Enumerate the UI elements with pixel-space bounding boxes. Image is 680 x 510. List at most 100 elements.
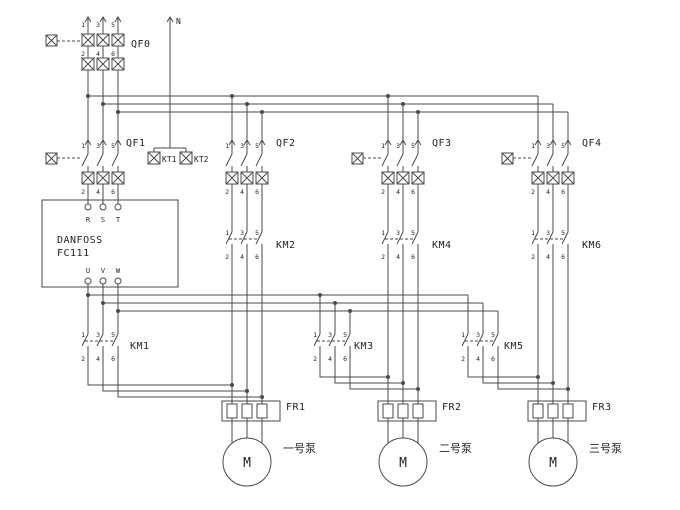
pump3-label: 三号泵 <box>589 442 622 455</box>
terminal-label: 1 <box>81 331 85 339</box>
terminal-label: 4 <box>328 355 332 363</box>
terminal-label: 6 <box>411 188 415 196</box>
contactor-km3: 1 3 5 2 4 6 KM3 <box>313 329 418 390</box>
breaker-qf4: 1 3 5 2 4 6 QF4 <box>501 138 602 228</box>
terminal-label: 5 <box>111 331 115 339</box>
terminal-label: 6 <box>561 188 565 196</box>
terminal-label: 4 <box>96 355 100 363</box>
terminal-label: 3 <box>546 229 550 237</box>
terminal-label: 4 <box>96 188 100 196</box>
terminal-label: 2 <box>381 188 385 196</box>
relay-label-fr2: FR2 <box>442 402 462 413</box>
terminal-label: 3 <box>96 21 100 29</box>
vfd-terminal-v: V <box>101 267 106 275</box>
thermal-relay-fr2: FR2 <box>377 400 462 422</box>
terminal-label: 4 <box>546 253 550 261</box>
terminal-label: 4 <box>240 253 244 261</box>
vfd-enclosure <box>41 199 179 288</box>
timer-label-kt1: KT1 <box>162 155 177 164</box>
terminal-label: 4 <box>546 188 550 196</box>
breaker-label-qf4: QF4 <box>582 138 602 149</box>
contactor-label-km6: KM6 <box>582 240 602 251</box>
terminal-label: 5 <box>343 331 347 339</box>
breaker-label-qf2: QF2 <box>276 138 296 149</box>
terminal-label: 6 <box>411 253 415 261</box>
terminal-label: 5 <box>111 142 115 150</box>
terminal-label: 1 <box>81 21 85 29</box>
motor-circle <box>378 437 428 487</box>
vfd-terminal-t: T <box>116 216 121 224</box>
vfd-terminal-r: R <box>86 216 91 224</box>
terminal-label: 1 <box>225 229 229 237</box>
contactor-label-km4: KM4 <box>432 240 452 251</box>
terminal-label: 1 <box>461 331 465 339</box>
main-breaker-qf0: 1 3 5 2 4 6 QF0 <box>45 16 151 112</box>
motor-3: M 三号泵 <box>528 421 622 487</box>
terminal-label: 2 <box>531 188 535 196</box>
terminal-label: 4 <box>396 188 400 196</box>
terminal-label: 4 <box>476 355 480 363</box>
breaker-qf2: 1 3 5 2 4 6 QF2 <box>225 138 295 228</box>
terminal-label: 6 <box>111 355 115 363</box>
motor-letter: M <box>243 456 251 471</box>
contactor-label-km2: KM2 <box>276 240 296 251</box>
motor-circle <box>222 437 272 487</box>
vfd-terminal-w: W <box>116 267 121 275</box>
terminal-label: 2 <box>381 253 385 261</box>
terminal-label: 2 <box>531 253 535 261</box>
contactor-label-km3: KM3 <box>354 341 374 352</box>
terminal-label: 6 <box>111 50 115 58</box>
terminal-label: 3 <box>96 331 100 339</box>
terminal-label: 3 <box>396 142 400 150</box>
thermal-relay-fr1: FR1 <box>221 400 306 422</box>
timer-kt1: KT1 <box>147 151 177 165</box>
terminal-label: 2 <box>81 188 85 196</box>
motor-letter: M <box>399 456 407 471</box>
breaker-qf3: 1 3 5 2 4 6 QF3 <box>351 138 452 228</box>
terminal-label: 1 <box>225 142 229 150</box>
terminal-label: 3 <box>546 142 550 150</box>
terminal-label: 5 <box>561 142 565 150</box>
vfd-model-label: FC111 <box>57 248 90 259</box>
motor-letter: M <box>549 456 557 471</box>
terminal-label: 4 <box>96 50 100 58</box>
terminal-label: 1 <box>81 142 85 150</box>
trip-unit-icon <box>45 34 58 47</box>
power-bus <box>87 95 569 150</box>
terminal-label: 6 <box>561 253 565 261</box>
terminal-label: 3 <box>96 142 100 150</box>
terminal-label: 1 <box>531 142 535 150</box>
terminal-label: 5 <box>111 21 115 29</box>
relay-label-fr3: FR3 <box>592 402 612 413</box>
terminal-label: 2 <box>225 253 229 261</box>
vfd-output-bus <box>88 294 499 330</box>
terminal-label: 4 <box>240 188 244 196</box>
terminal-label: 6 <box>255 253 259 261</box>
terminal-label: 2 <box>225 188 229 196</box>
terminal-label: 5 <box>255 142 259 150</box>
pump1-label: 一号泵 <box>283 442 316 455</box>
vfd-terminal-s: S <box>101 216 105 224</box>
timer-kt2: KT2 <box>179 151 209 165</box>
relay-label-fr1: FR1 <box>286 402 306 413</box>
breaker-label-qf3: QF3 <box>432 138 452 149</box>
vfd-brand-label: DANFOSS <box>57 235 103 246</box>
terminal-label: 3 <box>240 142 244 150</box>
terminal-label: 3 <box>396 229 400 237</box>
breaker-qf1: 1 3 5 2 4 6 QF1 <box>45 138 145 204</box>
terminal-label: 1 <box>381 229 385 237</box>
terminal-label: 6 <box>111 188 115 196</box>
breaker-label-qf0: QF0 <box>131 39 151 50</box>
contactor-km5: 1 3 5 2 4 6 KM5 <box>461 329 568 390</box>
terminal-label: 2 <box>81 355 85 363</box>
trip-unit-icon <box>45 152 58 165</box>
neutral-label: N <box>176 17 181 26</box>
terminal-label: 1 <box>381 142 385 150</box>
terminal-label: 6 <box>343 355 347 363</box>
vfd-terminal-u: U <box>86 267 90 275</box>
terminal-label: 6 <box>491 355 495 363</box>
motor-circle <box>528 437 578 487</box>
terminal-label: 5 <box>411 229 415 237</box>
kt2-contact-icon <box>179 151 193 165</box>
